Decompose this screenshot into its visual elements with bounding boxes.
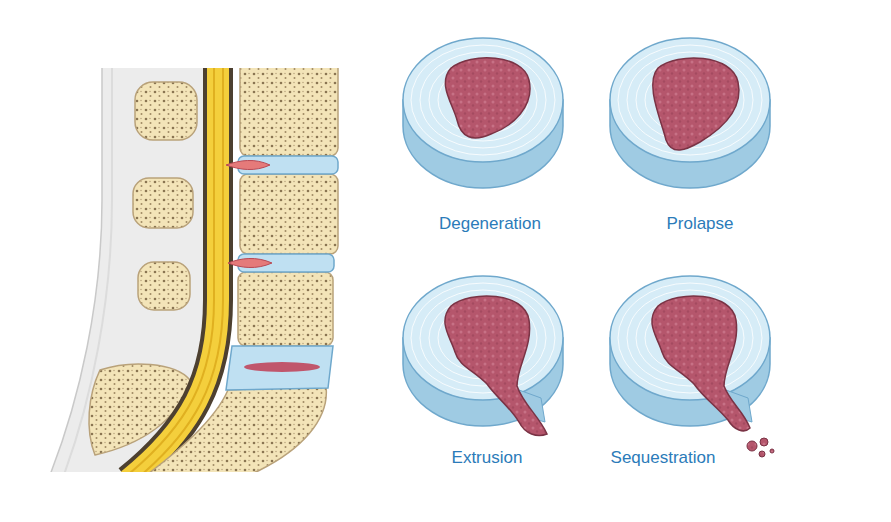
disc-figure xyxy=(610,38,770,188)
disc-figure xyxy=(403,276,563,436)
stage-label: Prolapse xyxy=(666,214,733,234)
stage-label: Sequestration xyxy=(611,448,716,468)
sequestered-fragment xyxy=(770,449,774,453)
nucleus-pulposus xyxy=(653,58,739,150)
annulus-ring xyxy=(411,45,555,155)
disc-top xyxy=(610,38,770,162)
sequestered-fragment xyxy=(760,438,768,446)
stage-label: Degeneration xyxy=(439,214,541,234)
nucleus-pulposus xyxy=(445,58,530,138)
nucleus-pulposus xyxy=(445,296,547,436)
disc-figure xyxy=(403,38,563,188)
sequestered-fragment xyxy=(747,441,757,451)
annulus-ring xyxy=(618,45,762,155)
sequestered-fragment xyxy=(759,451,765,457)
annulus-ring xyxy=(420,52,546,148)
nucleus-pulposus xyxy=(652,296,750,431)
disc-top xyxy=(403,38,563,162)
spine-section xyxy=(48,68,338,472)
stage-label: Extrusion xyxy=(452,448,523,468)
disc-figure xyxy=(610,276,774,457)
